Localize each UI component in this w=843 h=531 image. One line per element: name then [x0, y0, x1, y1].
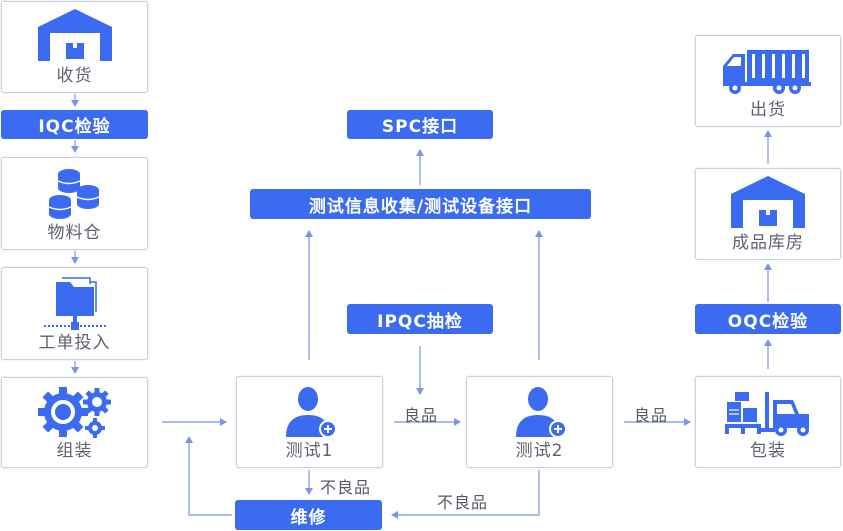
node-label: 包装 [750, 441, 786, 461]
edge-label-defective: 不良品 [320, 478, 372, 497]
node-material-warehouse: 物料仓 [1, 157, 148, 250]
warehouse-icon [2, 6, 147, 62]
edge-label-good: 良品 [634, 406, 669, 425]
edge-label-good: 良品 [404, 406, 439, 425]
folder-network-icon [2, 276, 147, 332]
bar-repair: 维修 [235, 500, 382, 530]
node-label: 物料仓 [47, 223, 102, 243]
arrow-test2-to-repair [391, 470, 540, 519]
node-packing: 包装 [695, 376, 841, 468]
bar-ipqc-sampling: IPQC抽检 [347, 304, 493, 334]
node-work-order-input: 工单投入 [1, 267, 148, 360]
bar-spc-interface: SPC接口 [347, 110, 493, 139]
bar-oqc-inspection: OQC检验 [695, 304, 841, 334]
bar-iqc-inspection: IQC检验 [1, 110, 148, 139]
warehouse-icon [696, 173, 840, 229]
gears-icon [2, 386, 147, 442]
node-label: 收货 [56, 66, 93, 86]
edge-label-defective: 不良品 [437, 493, 489, 512]
node-label: 出货 [750, 100, 786, 120]
node-label: 成品库房 [732, 233, 804, 253]
user-add-icon [467, 385, 612, 441]
arrow-repair-to-test1 [185, 436, 232, 516]
node-label: 工单投入 [38, 333, 111, 353]
forklift-icon [696, 385, 840, 441]
node-test1: 测试1 [236, 376, 383, 468]
database-icon [2, 166, 147, 222]
truck-icon [696, 42, 840, 98]
user-add-icon [237, 385, 382, 441]
node-label: 测试1 [285, 441, 334, 461]
node-test2: 测试2 [466, 376, 613, 468]
node-finished-goods-warehouse: 成品库房 [695, 168, 841, 260]
node-label: 测试2 [515, 441, 564, 461]
node-assembly: 组装 [1, 377, 148, 468]
node-receiving: 收货 [1, 1, 148, 93]
node-label: 组装 [56, 441, 93, 461]
bar-test-info-interface: 测试信息收集/测试设备接口 [250, 189, 591, 219]
node-shipping: 出货 [695, 35, 841, 127]
